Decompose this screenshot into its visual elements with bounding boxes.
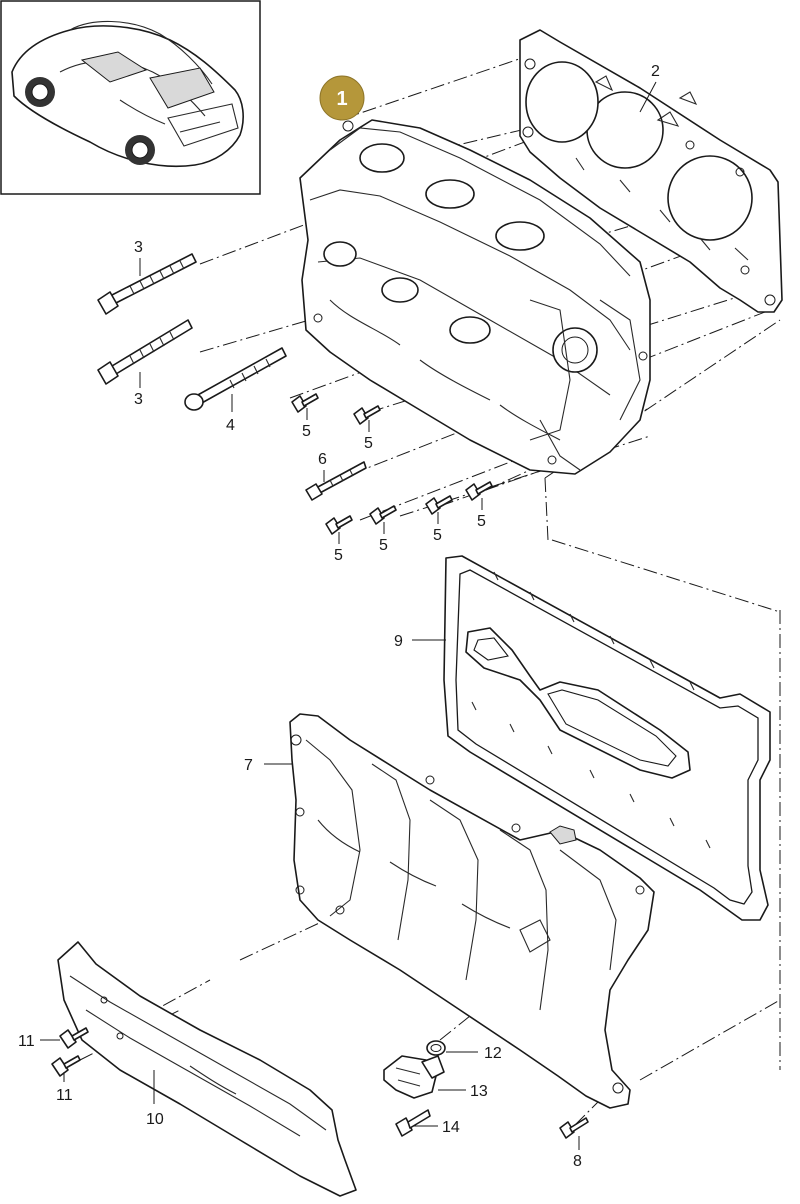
screw-5a[interactable]: 5 [291,393,319,440]
badge-circle [319,75,365,121]
screw-5d[interactable]: 5 [369,505,397,554]
callout-2: 2 [651,63,660,80]
callout-5f: 5 [477,513,486,530]
badge-label: 1 [336,88,347,110]
car-icon [11,20,244,168]
callout-12: 12 [484,1045,502,1062]
head-bolt-3a[interactable]: 3 [97,239,197,315]
callout-13: 13 [470,1083,488,1100]
head-bolt-4[interactable]: 4 [184,347,287,434]
sensor-13[interactable]: 13 [383,1055,488,1100]
callout-9: 9 [394,633,403,650]
bolt-8[interactable]: 8 [559,1117,589,1170]
callout-8: 8 [573,1153,582,1170]
callout-14: 14 [442,1119,460,1136]
cover-gasket[interactable]: 9 [394,555,771,921]
callout-7: 7 [244,757,253,774]
callout-3b: 3 [134,391,143,408]
head-gasket[interactable]: 2 [519,29,783,313]
screw-5e[interactable]: 5 [425,495,453,544]
head-bolt-3b[interactable]: 3 [97,319,193,408]
bolt-14[interactable]: 14 [395,1109,460,1137]
callout-5e: 5 [433,527,442,544]
heat-shield[interactable]: 10 [57,941,357,1197]
screw-5f[interactable]: 5 [465,481,493,530]
screw-5b[interactable]: 5 [353,405,381,452]
cam-cover[interactable]: 7 [244,713,655,1109]
callout-10: 10 [146,1111,164,1128]
callout-11b: 11 [56,1087,73,1104]
screw-11a[interactable]: 11 [18,1027,89,1050]
callout-3a: 3 [134,239,143,256]
part-1-badge[interactable]: 1 [319,75,365,121]
callout-4: 4 [226,417,235,434]
callout-11a: 11 [18,1033,35,1050]
callout-5b: 5 [364,435,373,452]
callout-5d: 5 [379,537,388,554]
bolt-6[interactable]: 6 [305,451,367,501]
callout-5a: 5 [302,423,311,440]
screw-5c[interactable]: 5 [325,515,353,564]
seal-ring-12[interactable]: 12 [426,1040,502,1062]
callout-6: 6 [318,451,327,468]
car-thumbnail[interactable] [0,0,261,195]
screw-11b[interactable]: 11 [51,1055,81,1104]
cylinder-head[interactable] [299,119,651,475]
callout-5c: 5 [334,547,343,564]
